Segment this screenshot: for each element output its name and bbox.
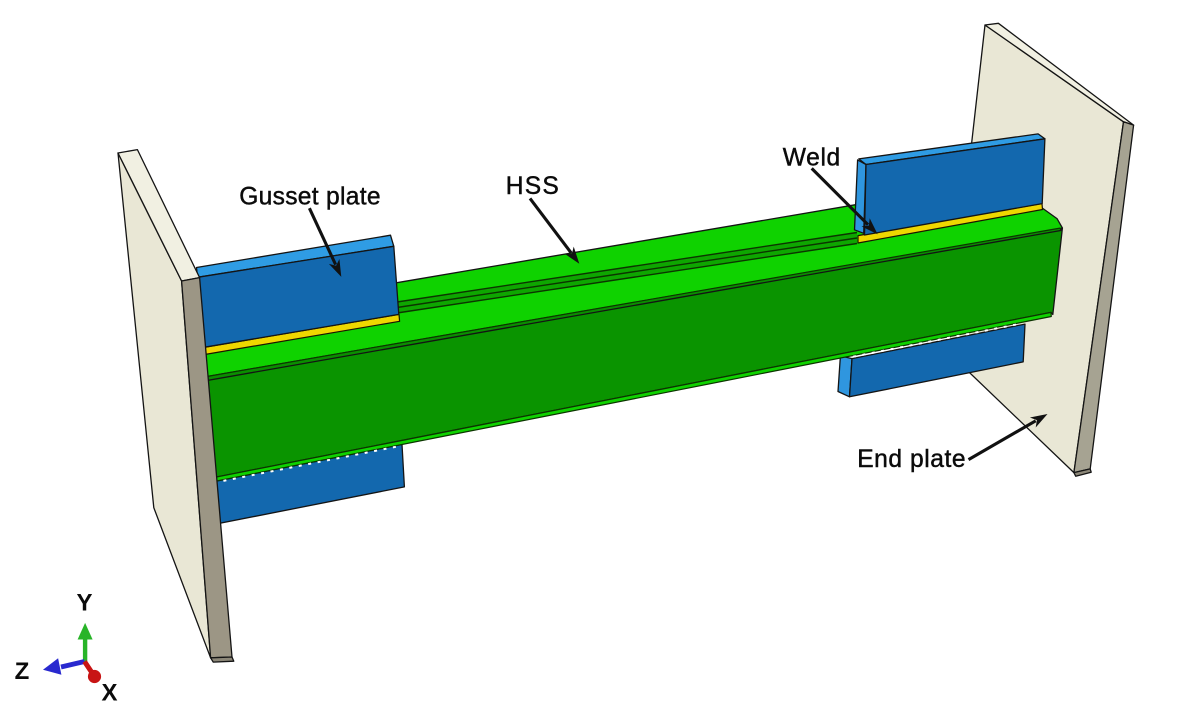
svg-text:Gusset plate: Gusset plate <box>239 184 381 211</box>
svg-text:X: X <box>101 680 117 707</box>
svg-text:HSS: HSS <box>506 173 560 200</box>
svg-text:Weld: Weld <box>783 144 841 171</box>
svg-text:End plate: End plate <box>857 446 966 473</box>
svg-text:Y: Y <box>76 590 92 617</box>
svg-text:Z: Z <box>15 658 30 685</box>
